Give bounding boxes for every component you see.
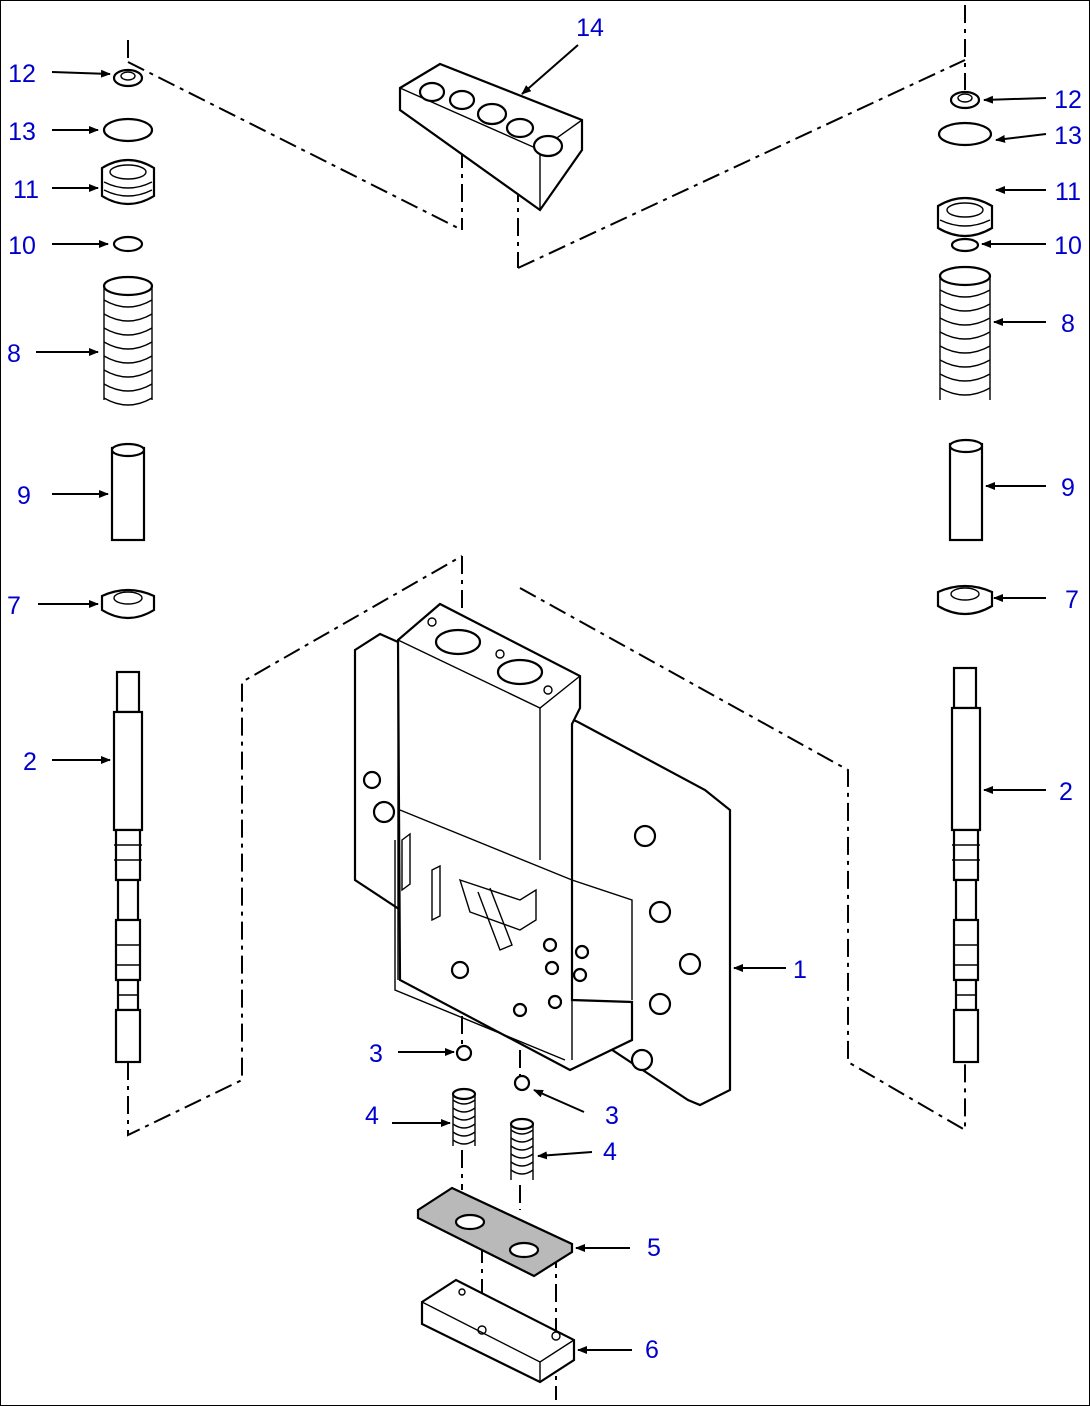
spring-4-left[interactable] <box>451 1087 477 1146</box>
callout-3-right: 3 <box>605 1102 619 1130</box>
callout-11-right: 11 <box>1055 178 1081 206</box>
sleeve-9-left[interactable] <box>110 442 146 542</box>
ring-10-left[interactable] <box>112 235 144 253</box>
callout-6: 6 <box>645 1336 659 1364</box>
callout-9-right: 9 <box>1061 474 1075 502</box>
callout-9-left: 9 <box>17 482 31 510</box>
seat-7-right[interactable] <box>936 584 994 616</box>
ring-13-left[interactable] <box>102 117 154 143</box>
left-valve-stack <box>100 68 156 1064</box>
valve-body-1[interactable] <box>353 602 732 1107</box>
callout-4-right: 4 <box>603 1138 617 1166</box>
retainer-11-left[interactable] <box>100 158 156 206</box>
ring-13-right[interactable] <box>937 121 993 147</box>
callout-5: 5 <box>647 1234 661 1262</box>
phantom-lines <box>127 5 966 1400</box>
callout-10-left: 10 <box>8 232 36 260</box>
callout-10-right: 10 <box>1054 232 1082 260</box>
callout-11-left: 11 <box>13 176 39 204</box>
callout-2-left: 2 <box>23 748 37 776</box>
cover-6[interactable] <box>420 1278 576 1384</box>
nut-12-left[interactable] <box>112 68 144 88</box>
spring-8-left[interactable] <box>102 275 154 406</box>
retainer-11-right[interactable] <box>936 196 994 238</box>
spring-4-right[interactable] <box>509 1117 535 1180</box>
leader-arrows <box>36 44 1047 1354</box>
right-valve-stack <box>936 90 994 1064</box>
spool-2-left[interactable] <box>112 670 144 1064</box>
callout-12-right: 12 <box>1054 86 1082 114</box>
callout-8-left: 8 <box>7 340 21 368</box>
callout-8-right: 8 <box>1061 310 1075 338</box>
nut-12-right[interactable] <box>949 90 981 110</box>
sleeve-9-right[interactable] <box>948 438 984 542</box>
seat-7-left[interactable] <box>100 588 156 620</box>
ball-3-right[interactable] <box>513 1074 531 1092</box>
callout-7-right: 7 <box>1065 586 1079 614</box>
callout-13-right: 13 <box>1054 122 1082 150</box>
callout-12-left: 12 <box>8 60 36 88</box>
callout-3-left: 3 <box>369 1040 383 1068</box>
callout-4-left: 4 <box>365 1102 379 1130</box>
callout-14: 14 <box>576 14 604 42</box>
callout-7-left: 7 <box>7 592 21 620</box>
spring-8-right[interactable] <box>938 265 992 400</box>
ring-10-right[interactable] <box>950 237 980 253</box>
spool-2-right[interactable] <box>950 666 982 1064</box>
cover-plate-14[interactable] <box>398 62 584 212</box>
callout-labels: 14 12 13 11 10 8 9 7 2 12 13 11 10 8 9 7… <box>7 14 1082 1364</box>
callout-2-right: 2 <box>1059 778 1073 806</box>
callout-1: 1 <box>793 956 807 984</box>
gasket-5[interactable] <box>416 1186 574 1278</box>
ball-3-left[interactable] <box>455 1044 473 1062</box>
callout-13-left: 13 <box>8 118 36 146</box>
